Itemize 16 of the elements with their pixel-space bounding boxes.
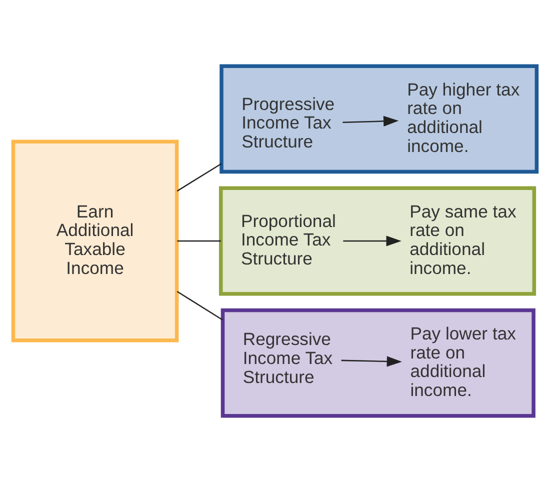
connector — [176, 162, 222, 192]
node-text: Pay same tax rate on additional income. — [410, 200, 516, 278]
node-text: Regressive Income Tax Structure — [242, 328, 333, 386]
connector — [177, 240, 221, 242]
arrow — [343, 235, 402, 246]
connector — [176, 290, 224, 320]
node-text: Proportional Income Tax Structure — [240, 210, 336, 268]
arrow — [342, 115, 399, 126]
node-box: Earn Additional Taxable Income — [11, 139, 179, 342]
node-text: Pay lower tax rate on additional income. — [410, 322, 516, 400]
cluster — [220, 308, 536, 418]
node-text: Progressive Income Tax Structure — [242, 93, 335, 152]
node-text: Pay higher tax rate on additional income. — [407, 78, 520, 156]
arrow — [341, 356, 402, 366]
cluster — [220, 64, 539, 174]
cluster — [218, 186, 536, 296]
